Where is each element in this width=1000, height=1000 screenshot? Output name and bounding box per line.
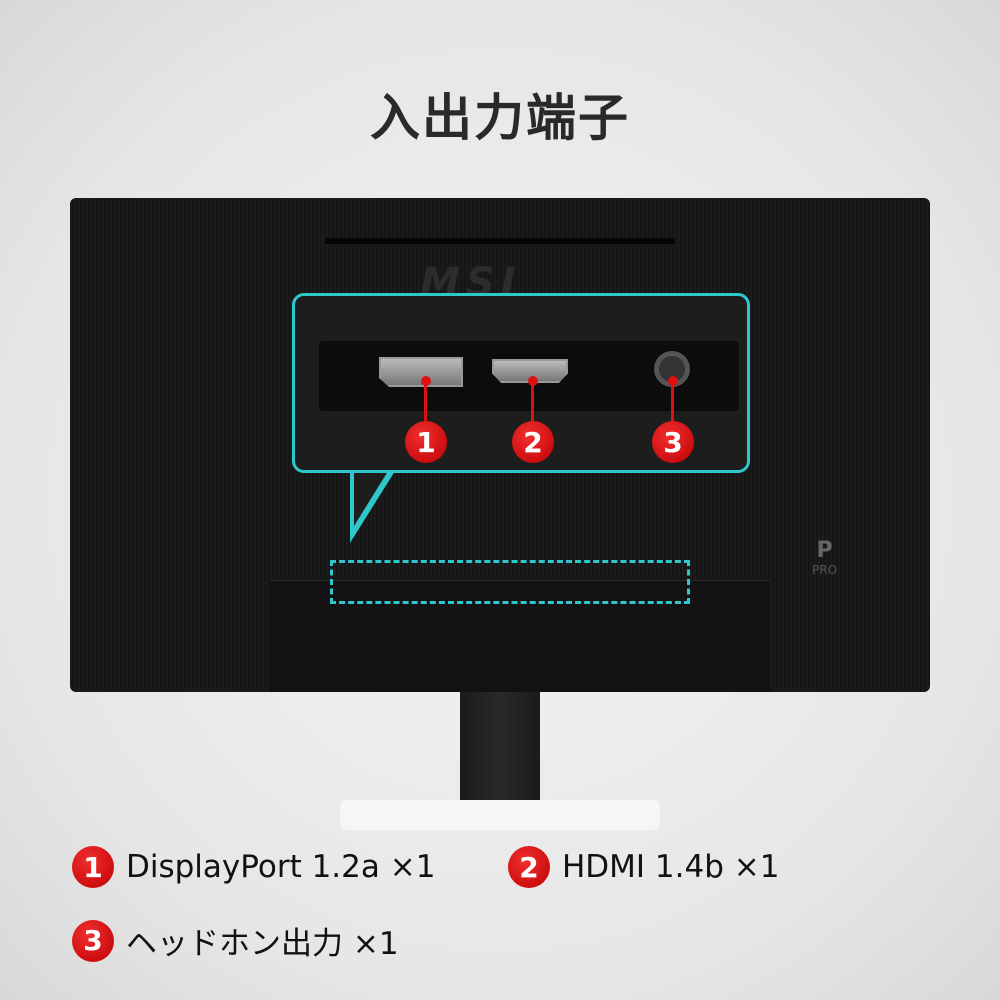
legend-label: HDMI 1.4b ×1 xyxy=(562,849,780,885)
marker-badge-1: 1 xyxy=(405,421,447,463)
vent-slot xyxy=(325,238,675,244)
legend-item-hdmi: 2 HDMI 1.4b ×1 xyxy=(508,846,779,888)
number-badge: 2 xyxy=(508,846,550,888)
callout-pointer-inner xyxy=(354,468,390,526)
legend-label: DisplayPort 1.2a ×1 xyxy=(126,849,436,885)
number-badge: 3 xyxy=(72,919,114,962)
marker-badge-2: 2 xyxy=(512,421,554,463)
page-title: 入出力端子 xyxy=(370,89,630,147)
number-badge: 1 xyxy=(72,846,114,888)
marker-line xyxy=(531,381,534,431)
marker-badge-3: 3 xyxy=(652,421,694,463)
legend-item-headphone: 3 ヘッドホン出力 ×1 xyxy=(72,918,399,963)
legend-item-displayport: 1 DisplayPort 1.2a ×1 xyxy=(72,846,435,888)
marker-line xyxy=(424,381,427,431)
marker-line xyxy=(671,381,674,431)
port-area-highlight xyxy=(330,560,690,604)
pro-label: PRO xyxy=(812,563,838,577)
legend-label: ヘッドホン出力 ×1 xyxy=(126,926,399,962)
monitor-stand-base xyxy=(340,800,660,830)
stand-mount xyxy=(270,580,770,692)
ports-callout: 1 2 3 xyxy=(292,293,750,473)
